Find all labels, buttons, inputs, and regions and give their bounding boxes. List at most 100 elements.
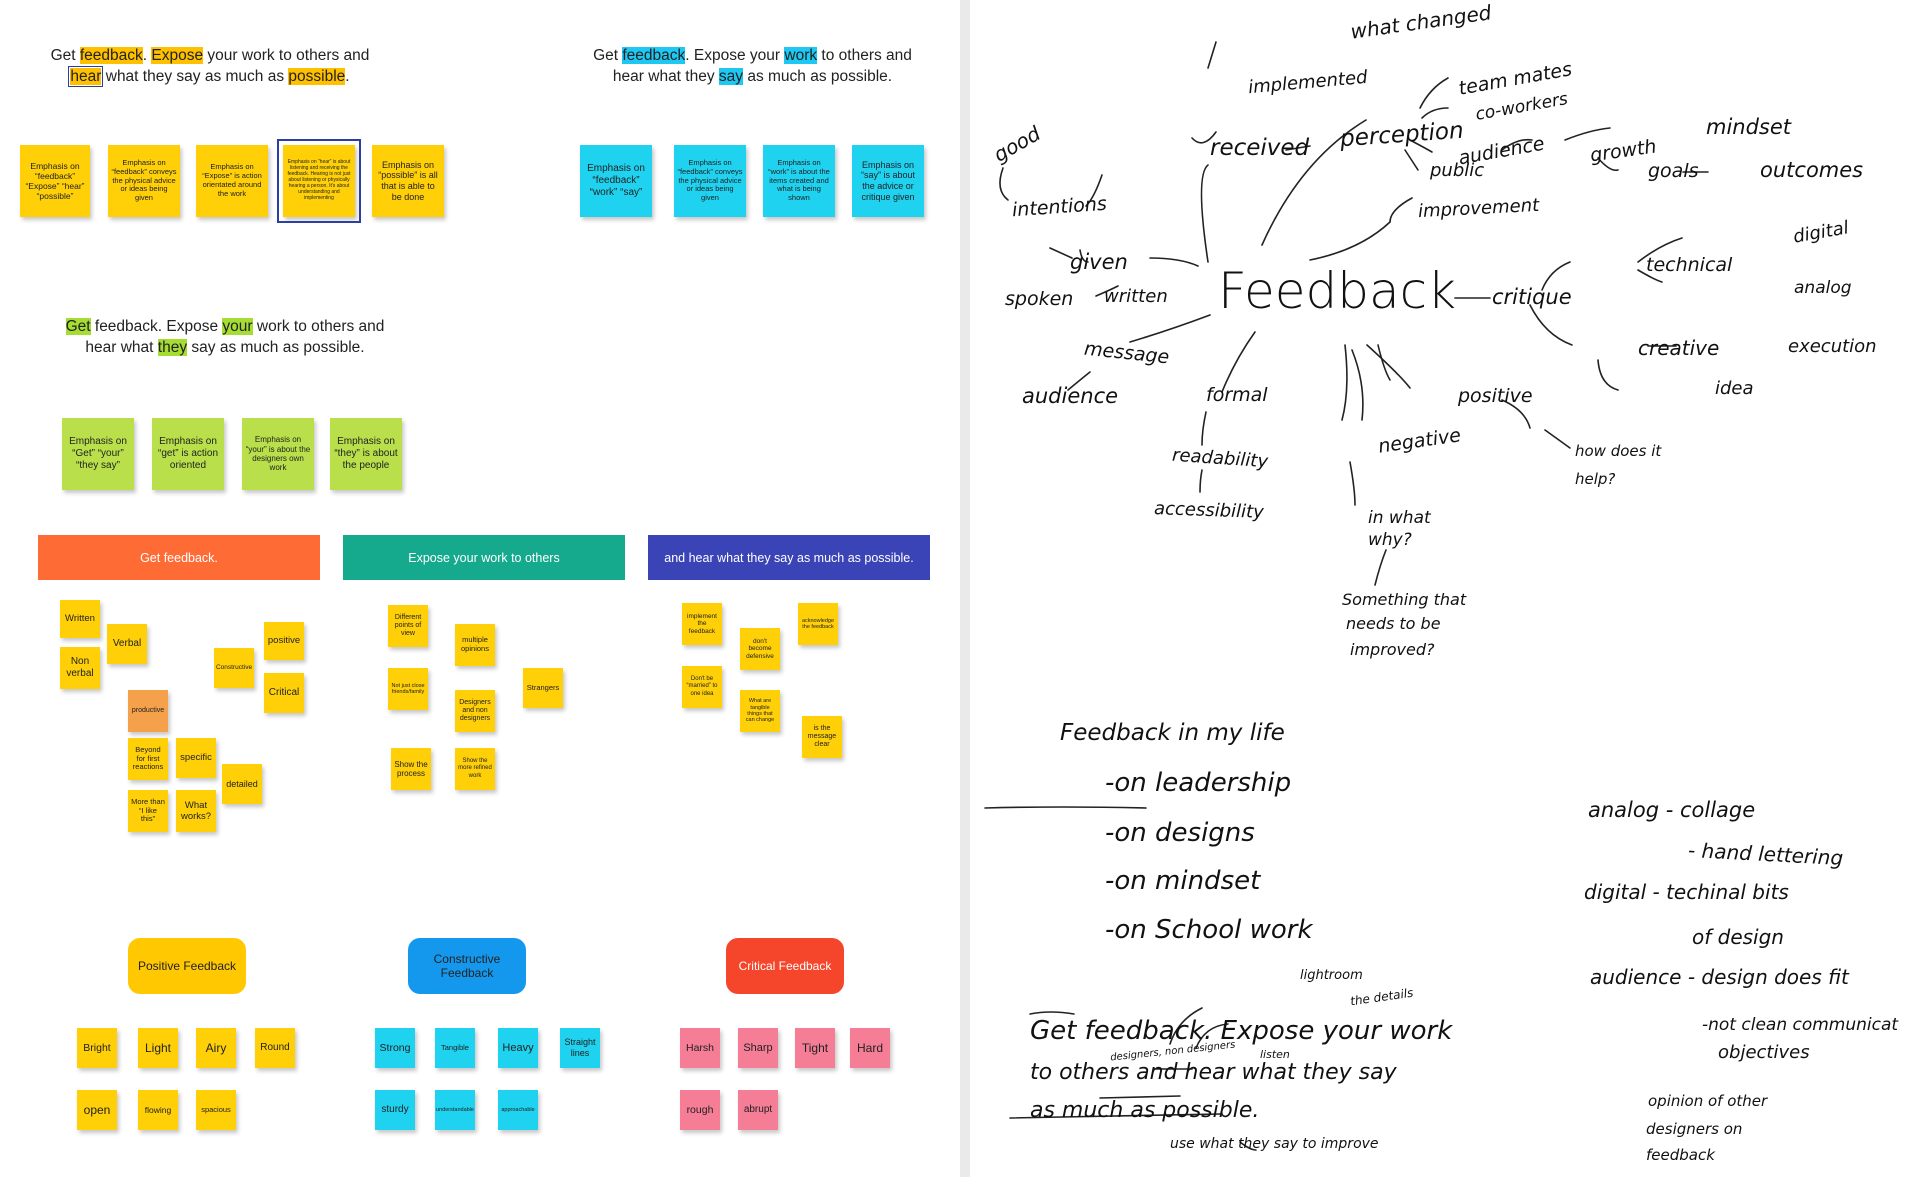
label: idea — [1715, 378, 1754, 399]
note-text: Beyond for first reactions — [132, 744, 164, 772]
highlight-hear[interactable]: hear — [68, 66, 104, 87]
sticky-note[interactable]: Hard — [850, 1028, 890, 1068]
sticky-note[interactable]: Emphasis on “get” is action oriented — [152, 418, 224, 490]
note-text: Show the more refined work — [458, 758, 492, 779]
sticky-note[interactable]: Designers and non designers — [455, 690, 495, 732]
mindmap-node: received — [1210, 135, 1309, 161]
life-item: -on designs — [1105, 818, 1255, 848]
label: as much as possible. — [1030, 1098, 1260, 1123]
sticky-note[interactable]: Airy — [196, 1028, 236, 1068]
sticky-note[interactable]: Critical — [264, 673, 304, 713]
sticky-note[interactable]: Don't be “married” to one idea — [682, 666, 722, 708]
text: work to others and — [252, 318, 385, 335]
note-text: acknowledge the feedback — [801, 617, 835, 630]
sticky-note[interactable]: Beyond for first reactions — [128, 738, 168, 780]
sticky-note[interactable]: Tangible — [435, 1028, 475, 1068]
media-note: audience - design does fit — [1590, 965, 1849, 989]
sticky-note[interactable]: acknowledge the feedback — [798, 603, 838, 645]
pill-critical-feedback[interactable]: Critical Feedback — [726, 938, 844, 994]
sticky-note[interactable]: Verbal — [107, 624, 147, 664]
sticky-note[interactable]: productive — [128, 690, 168, 732]
sticky-note[interactable]: Emphasis on “Expose” is action orientate… — [196, 145, 268, 217]
banner-hear[interactable]: and hear what they say as much as possib… — [648, 535, 930, 580]
sticky-note[interactable]: Emphasis on “possible” is all that is ab… — [372, 145, 444, 217]
label: designers on — [1646, 1120, 1743, 1138]
mindmap-node: written — [1104, 286, 1168, 307]
label: analog - collage — [1588, 798, 1756, 822]
sticky-note[interactable]: open — [77, 1090, 117, 1130]
sticky-note[interactable]: Emphasis on “say” is about the advice or… — [852, 145, 924, 217]
label: outcomes — [1760, 158, 1864, 182]
sticky-note[interactable]: Tight — [795, 1028, 835, 1068]
banner-expose-work[interactable]: Expose your work to others — [343, 535, 625, 580]
label: improved? — [1350, 640, 1435, 659]
sticky-note[interactable]: Emphasis on “your” is about the designer… — [242, 418, 314, 490]
mindmap-node: improved? — [1350, 640, 1435, 659]
sticky-note[interactable]: understandable — [435, 1090, 475, 1130]
sticky-note[interactable]: rough — [680, 1090, 720, 1130]
sticky-note[interactable]: Bright — [77, 1028, 117, 1068]
sticky-note[interactable]: abrupt — [738, 1090, 778, 1130]
sticky-note[interactable]: is the message clear — [802, 716, 842, 758]
sticky-note[interactable]: Heavy — [498, 1028, 538, 1068]
label: goals — [1648, 160, 1699, 182]
sticky-note[interactable]: spacious — [196, 1090, 236, 1130]
note-text: Hard — [856, 1040, 883, 1055]
sticky-note[interactable]: Strong — [375, 1028, 415, 1068]
sentence-2: Get feedback. Expose your work to others… — [580, 45, 925, 87]
sticky-note[interactable]: Emphasis on “Get” “your” “they say” — [62, 418, 134, 490]
note-text: Emphasis on “feedback” conveys the physi… — [111, 157, 177, 203]
sticky-note[interactable]: Emphasis on “work” is about the items cr… — [763, 145, 835, 217]
sticky-note[interactable]: Harsh — [680, 1028, 720, 1068]
note-text: Constructive — [215, 664, 253, 672]
sticky-note[interactable]: Emphasis on “feedback” conveys the physi… — [108, 145, 180, 217]
sticky-note[interactable]: Light — [138, 1028, 178, 1068]
sticky-note[interactable]: approachable — [498, 1090, 538, 1130]
sticky-note[interactable]: More than “I like this” — [128, 790, 168, 832]
label: critique — [1492, 285, 1572, 309]
sticky-note[interactable]: Straight lines — [560, 1028, 600, 1068]
sticky-note[interactable]: Strangers — [523, 668, 563, 708]
sticky-note[interactable]: Emphasis on “feedback” “work” “say” — [580, 145, 652, 217]
sticky-note[interactable]: Emphasis on “feedback” conveys the physi… — [674, 145, 746, 217]
sticky-note[interactable]: Sharp — [738, 1028, 778, 1068]
sticky-note[interactable]: don't become defensive — [740, 628, 780, 670]
label: analog — [1794, 278, 1852, 298]
sticky-note[interactable]: Different points of view — [388, 605, 428, 647]
sticky-note[interactable]: What are tangible things that can change — [740, 690, 780, 732]
mindmap-node: public — [1430, 160, 1484, 181]
pill-positive-feedback[interactable]: Positive Feedback — [128, 938, 246, 994]
sticky-note[interactable]: sturdy — [375, 1090, 415, 1130]
note-text: implement the feedback — [687, 612, 717, 635]
sticky-note[interactable]: What works? — [176, 790, 216, 832]
sticky-note[interactable]: Show the more refined work — [455, 748, 495, 790]
label: Feedback — [1218, 262, 1457, 320]
sticky-note[interactable]: Constructive — [214, 648, 254, 688]
banner-get-feedback[interactable]: Get feedback. — [38, 535, 320, 580]
note-text: Different points of view — [394, 613, 422, 638]
sticky-note[interactable]: Emphasis on “feedback” “Expose” “hear” “… — [20, 145, 90, 217]
sticky-note[interactable]: implement the feedback — [682, 603, 722, 645]
note-text: multiple opinions — [461, 635, 489, 653]
sticky-note[interactable]: Emphasis on “they” is about the people — [330, 418, 402, 490]
label: written — [1104, 286, 1168, 307]
note-text: Emphasis on “Get” “your” “they say” — [69, 436, 127, 471]
mindmap-node: analog — [1794, 278, 1852, 298]
sticky-note-selected[interactable]: Emphasis on “hear” is about listening an… — [277, 139, 361, 223]
sticky-note[interactable]: specific — [176, 738, 216, 778]
sticky-note[interactable]: Non verbal — [60, 647, 100, 689]
note-text: Don't be “married” to one idea — [686, 676, 718, 697]
sticky-note[interactable]: flowing — [138, 1090, 178, 1130]
note-text: Heavy — [502, 1041, 534, 1054]
pill-constructive-feedback[interactable]: Constructive Feedback — [408, 938, 526, 994]
sticky-note[interactable]: positive — [264, 622, 304, 660]
sticky-note[interactable]: Written — [60, 600, 100, 638]
label: to others and hear what they say — [1030, 1060, 1397, 1085]
note-text: understandable — [436, 1106, 474, 1113]
sticky-note[interactable]: Not just close friends/family — [388, 668, 428, 710]
label: why? — [1368, 530, 1412, 550]
sticky-note[interactable]: multiple opinions — [455, 624, 495, 666]
sticky-note[interactable]: Show the process — [391, 748, 431, 790]
sticky-note[interactable]: detailed — [222, 764, 262, 804]
sticky-note[interactable]: Round — [255, 1028, 295, 1068]
